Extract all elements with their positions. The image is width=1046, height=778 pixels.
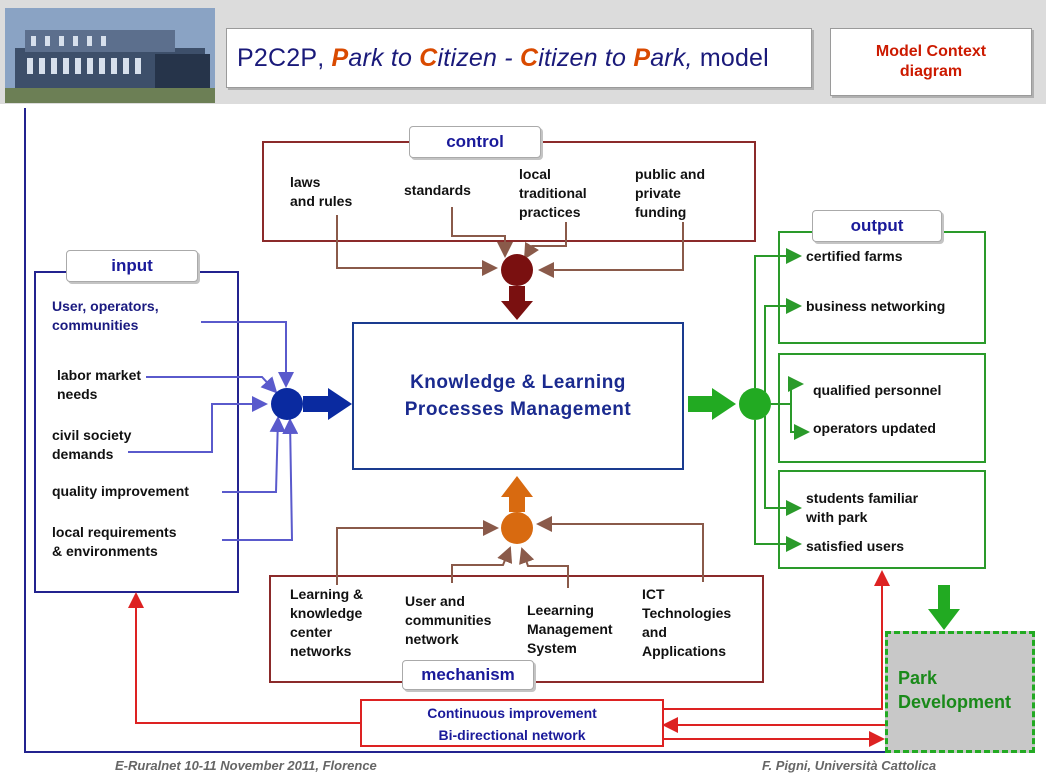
tab-control: control	[409, 126, 541, 158]
park-building-logo	[5, 8, 215, 103]
mechanism-arrow	[501, 476, 533, 512]
mechanism-item-user: User and communities network	[405, 593, 492, 647]
output-box-2	[778, 353, 986, 463]
diagram-frame	[24, 108, 1034, 753]
control-item-laws: laws and rules	[290, 174, 353, 209]
control-junction	[501, 254, 533, 286]
mechanism-item-ict: ICT Technologies and Applications	[642, 586, 732, 659]
title-citizen-initial: C	[419, 43, 438, 72]
input-item-users: User, operators, communities	[52, 298, 159, 333]
input-item-quality: quality improvement	[52, 483, 189, 499]
tab-input: input	[66, 250, 198, 282]
mechanism-item-learning: Learning & knowledge center networks	[290, 586, 364, 659]
park-development-box: Park Development	[885, 631, 1035, 753]
tab-mechanism: mechanism	[402, 660, 534, 690]
input-item-local: local requirements & environments	[52, 524, 177, 559]
output-arrow	[688, 388, 736, 420]
title-park2-initial: P	[633, 43, 651, 72]
tab-output: output	[812, 210, 942, 242]
input-arrow	[303, 388, 352, 420]
title-citizen-rest: itizen -	[437, 43, 520, 72]
title-sep: ,	[317, 43, 325, 72]
title-park-rest: ark to	[348, 43, 420, 72]
mechanism-junction	[501, 512, 533, 544]
mechanism-item-lms: Leearning Management System	[527, 602, 613, 656]
input-item-civil: civil society demands	[52, 427, 132, 462]
core-process-box: Knowledge & Learning Processes Managemen…	[352, 322, 684, 470]
footer-author: F. Pigni, Università Cattolica	[762, 758, 937, 773]
output-item-students: students familiar with park	[806, 490, 919, 525]
title-model: model	[699, 43, 769, 72]
footer-event: E-Ruralnet 10-11 November 2011, Florence	[115, 758, 377, 773]
page-title: P2C2P, Park to Citizen - Citizen to Park…	[226, 28, 812, 88]
input-junction	[271, 388, 303, 420]
output-junction	[739, 388, 771, 420]
control-item-traditional: local traditional practices	[519, 166, 587, 220]
title-citizen2-rest: itizen to	[538, 43, 634, 72]
continuous-improvement-box: Continuous improvement Bi-directional ne…	[360, 699, 664, 747]
control-arrow	[501, 286, 533, 320]
title-park2-rest: ark,	[650, 43, 693, 72]
title-park-initial: P	[331, 43, 349, 72]
park-development-arrow	[928, 585, 960, 630]
control-item-standards: standards	[404, 182, 471, 198]
title-citizen2-initial: C	[519, 43, 539, 72]
model-context-label: Model Context diagram	[830, 28, 1032, 96]
output-box-3	[778, 470, 986, 569]
input-item-labor: labor market needs	[57, 367, 142, 402]
output-item-operators: operators updated	[813, 420, 936, 436]
output-item-farms: certified farms	[806, 248, 903, 264]
output-item-satisfied: satisfied users	[806, 538, 905, 554]
output-item-personnel: qualified personnel	[813, 382, 942, 398]
control-item-funding: public and private funding	[635, 166, 705, 220]
title-org: P2C2P	[237, 43, 318, 72]
output-item-business: business networking	[806, 298, 946, 314]
